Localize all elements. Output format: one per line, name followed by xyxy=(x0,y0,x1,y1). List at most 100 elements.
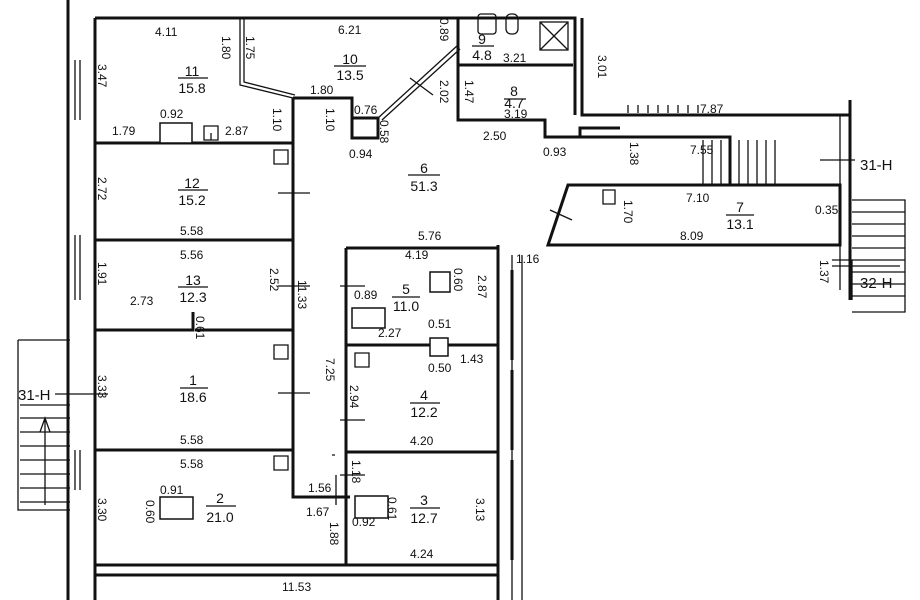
svg-text:6: 6 xyxy=(420,160,428,176)
svg-text:0.91: 0.91 xyxy=(160,483,184,497)
svg-text:0.89: 0.89 xyxy=(354,288,378,302)
svg-text:11.0: 11.0 xyxy=(393,298,419,314)
svg-text:0.94: 0.94 xyxy=(349,147,373,161)
svg-text:1.38: 1.38 xyxy=(627,142,641,166)
svg-text:4.11: 4.11 xyxy=(155,25,178,39)
svg-text:1: 1 xyxy=(189,372,197,388)
svg-text:2.87: 2.87 xyxy=(475,275,489,299)
svg-text:3.01: 3.01 xyxy=(595,55,609,79)
svg-text:7.10: 7.10 xyxy=(686,191,710,205)
svg-text:2.50: 2.50 xyxy=(483,129,507,143)
svg-text:15.8: 15.8 xyxy=(178,80,205,96)
svg-text:2.02: 2.02 xyxy=(437,80,451,104)
svg-text:0.93: 0.93 xyxy=(543,145,567,159)
svg-text:3.19: 3.19 xyxy=(504,107,528,121)
svg-text:21.0: 21.0 xyxy=(206,509,233,525)
svg-text:4.8: 4.8 xyxy=(472,47,492,63)
fixture xyxy=(159,496,194,520)
room-8: 84.7 xyxy=(504,83,526,111)
stair-label: 32-H xyxy=(860,275,893,292)
svg-text:5.58: 5.58 xyxy=(180,457,204,471)
svg-text:0.61: 0.61 xyxy=(193,316,207,340)
svg-text:0.60: 0.60 xyxy=(143,500,157,524)
svg-text:0.50: 0.50 xyxy=(428,361,452,375)
svg-text:2.87: 2.87 xyxy=(225,124,249,138)
svg-text:1.91: 1.91 xyxy=(95,262,109,286)
stair-label: 31-H xyxy=(860,157,893,174)
svg-text:0.92: 0.92 xyxy=(160,107,184,121)
stair-label: 31-H xyxy=(18,387,51,404)
svg-text:2.52: 2.52 xyxy=(267,268,281,292)
svg-text:7: 7 xyxy=(736,199,744,215)
svg-text:3.13: 3.13 xyxy=(473,498,487,522)
fixture xyxy=(429,337,449,357)
room-labels: 118.6 221.0 312.7 412.2 511.0 651.3 713.… xyxy=(178,31,754,526)
fixture xyxy=(351,307,386,329)
room-5: 511.0 xyxy=(392,281,420,314)
svg-text:1.10: 1.10 xyxy=(323,108,337,132)
stair-labels: 31-H 31-H 32-H xyxy=(18,157,893,404)
svg-text:0.89: 0.89 xyxy=(437,18,451,42)
svg-text:1.56: 1.56 xyxy=(308,481,332,495)
svg-text:5.76: 5.76 xyxy=(418,229,442,243)
svg-text:0.60: 0.60 xyxy=(451,268,465,292)
fixture xyxy=(159,122,193,144)
svg-text:1.37: 1.37 xyxy=(817,260,831,284)
svg-text:1.18: 1.18 xyxy=(349,460,363,484)
svg-text:2.94: 2.94 xyxy=(347,385,361,409)
svg-text:1.88: 1.88 xyxy=(327,522,341,546)
svg-text:8: 8 xyxy=(510,83,518,99)
svg-text:12.2: 12.2 xyxy=(410,404,437,420)
svg-text:0.58: 0.58 xyxy=(377,120,391,144)
svg-text:11.53: 11.53 xyxy=(282,580,311,594)
svg-text:8.09: 8.09 xyxy=(680,229,704,243)
svg-text:12: 12 xyxy=(184,175,200,191)
room-1: 118.6 xyxy=(179,372,208,405)
svg-text:1.80: 1.80 xyxy=(219,36,233,60)
svg-text:9: 9 xyxy=(478,31,486,47)
svg-text:1.79: 1.79 xyxy=(112,124,136,138)
dimension-labels: 4.11 1.80 1.75 6.21 0.89 3.21 3.47 1.80 … xyxy=(95,18,839,594)
fixture xyxy=(354,495,389,519)
svg-text:3: 3 xyxy=(420,492,428,508)
room-9: 94.8 xyxy=(472,31,494,63)
svg-text:1.10: 1.10 xyxy=(270,108,284,132)
walls xyxy=(17,0,906,600)
svg-text:2.27: 2.27 xyxy=(378,326,402,340)
svg-text:1.16: 1.16 xyxy=(516,252,540,266)
svg-text:6.21: 6.21 xyxy=(338,23,362,37)
svg-text:51.3: 51.3 xyxy=(410,178,437,194)
svg-text:0.35: 0.35 xyxy=(815,203,839,217)
svg-text:1.47: 1.47 xyxy=(462,80,476,104)
svg-text:1.80: 1.80 xyxy=(310,83,334,97)
room-4: 412.2 xyxy=(410,387,440,420)
svg-text:7.87: 7.87 xyxy=(700,102,724,116)
svg-text:5.58: 5.58 xyxy=(180,224,204,238)
svg-text:13.5: 13.5 xyxy=(336,67,363,83)
room-2: 221.0 xyxy=(206,490,236,525)
svg-text:3.47: 3.47 xyxy=(95,64,109,88)
svg-text:2.72: 2.72 xyxy=(95,177,109,201)
svg-text:3.30: 3.30 xyxy=(95,498,109,522)
room-7: 713.1 xyxy=(726,199,754,232)
svg-text:5: 5 xyxy=(402,281,410,297)
svg-text:4.7: 4.7 xyxy=(504,95,524,111)
svg-text:13: 13 xyxy=(185,272,201,288)
svg-text:12.7: 12.7 xyxy=(410,510,437,526)
svg-text:11.33: 11.33 xyxy=(295,280,309,309)
svg-text:3.33: 3.33 xyxy=(95,375,109,399)
svg-text:15.2: 15.2 xyxy=(178,192,205,208)
room-3: 312.7 xyxy=(410,492,440,526)
svg-text:5.58: 5.58 xyxy=(180,433,204,447)
svg-text:1.43: 1.43 xyxy=(460,352,484,366)
svg-text:12.3: 12.3 xyxy=(179,289,206,305)
svg-text:1.70: 1.70 xyxy=(621,200,635,224)
svg-text:4: 4 xyxy=(420,387,428,403)
svg-text:4.19: 4.19 xyxy=(405,248,429,262)
svg-text:0.76: 0.76 xyxy=(354,103,378,117)
